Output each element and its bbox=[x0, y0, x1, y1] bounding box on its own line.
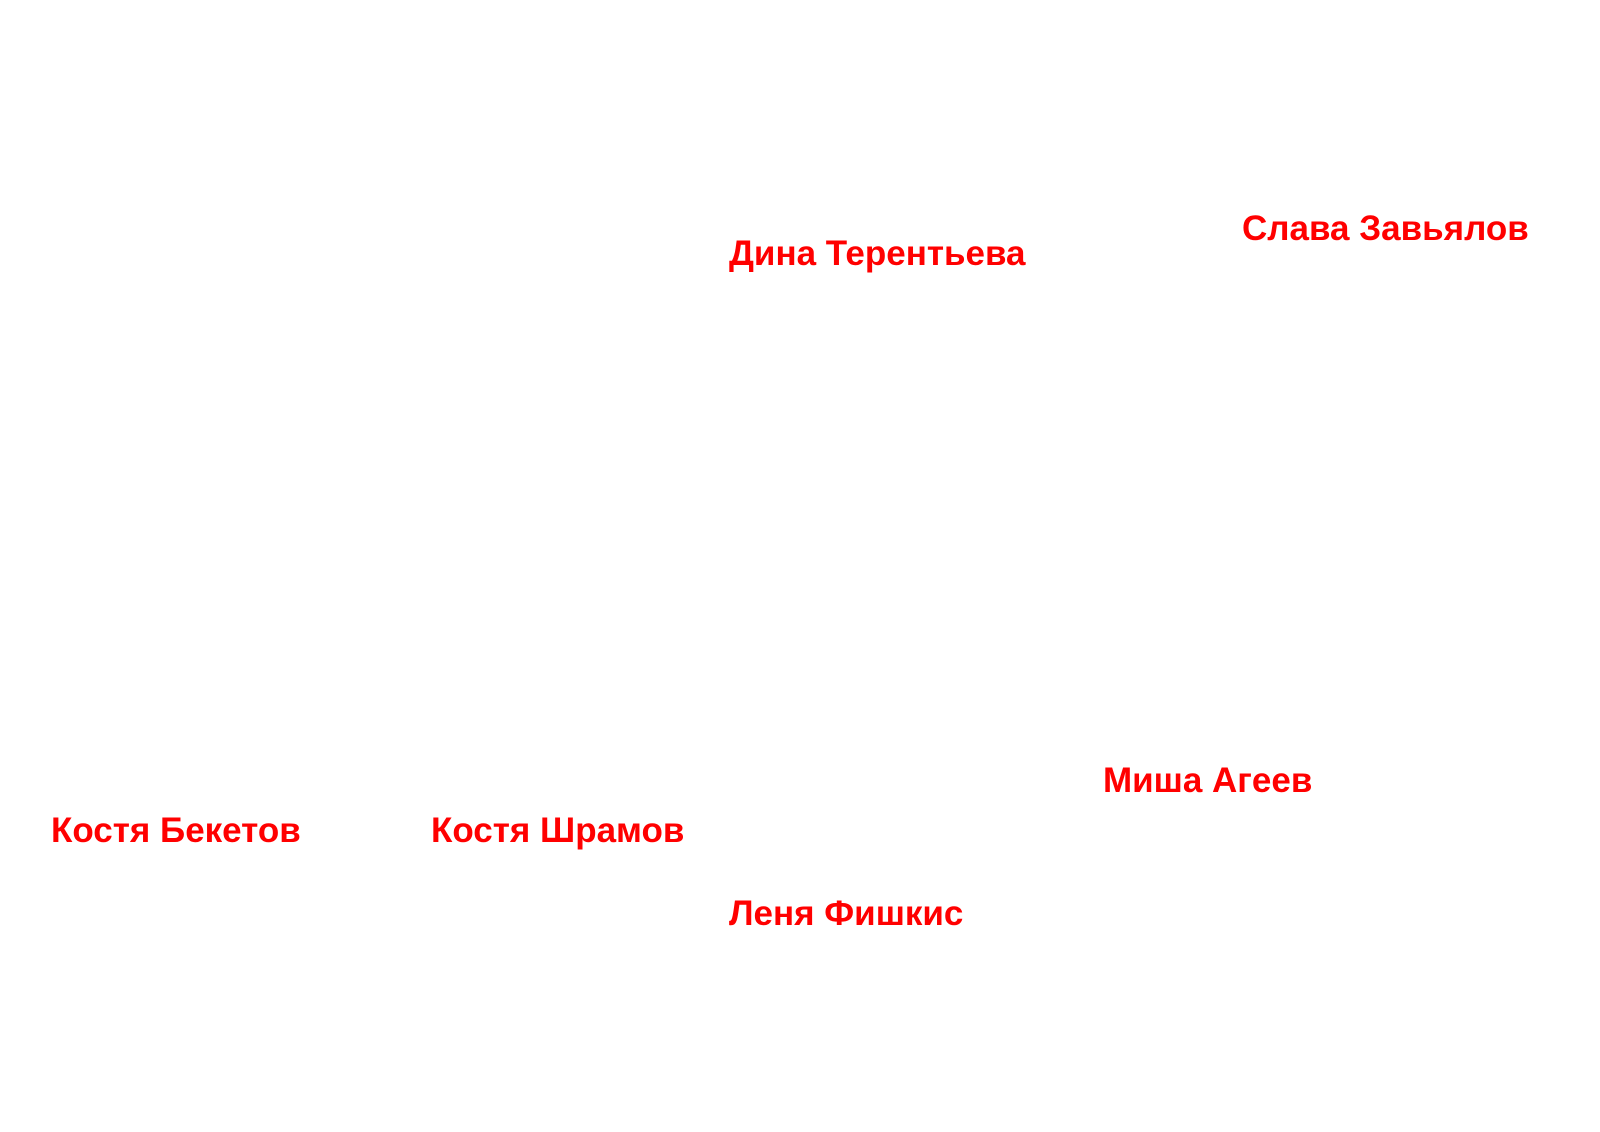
name-label: Дина Терентьева bbox=[729, 234, 1026, 273]
name-label: Леня Фишкис bbox=[729, 894, 964, 933]
name-label: Миша Агеев bbox=[1103, 761, 1313, 800]
name-label: Костя Шрамов bbox=[431, 811, 685, 850]
name-label: Слава Завьялов bbox=[1242, 209, 1529, 248]
name-label: Костя Бекетов bbox=[51, 811, 301, 850]
